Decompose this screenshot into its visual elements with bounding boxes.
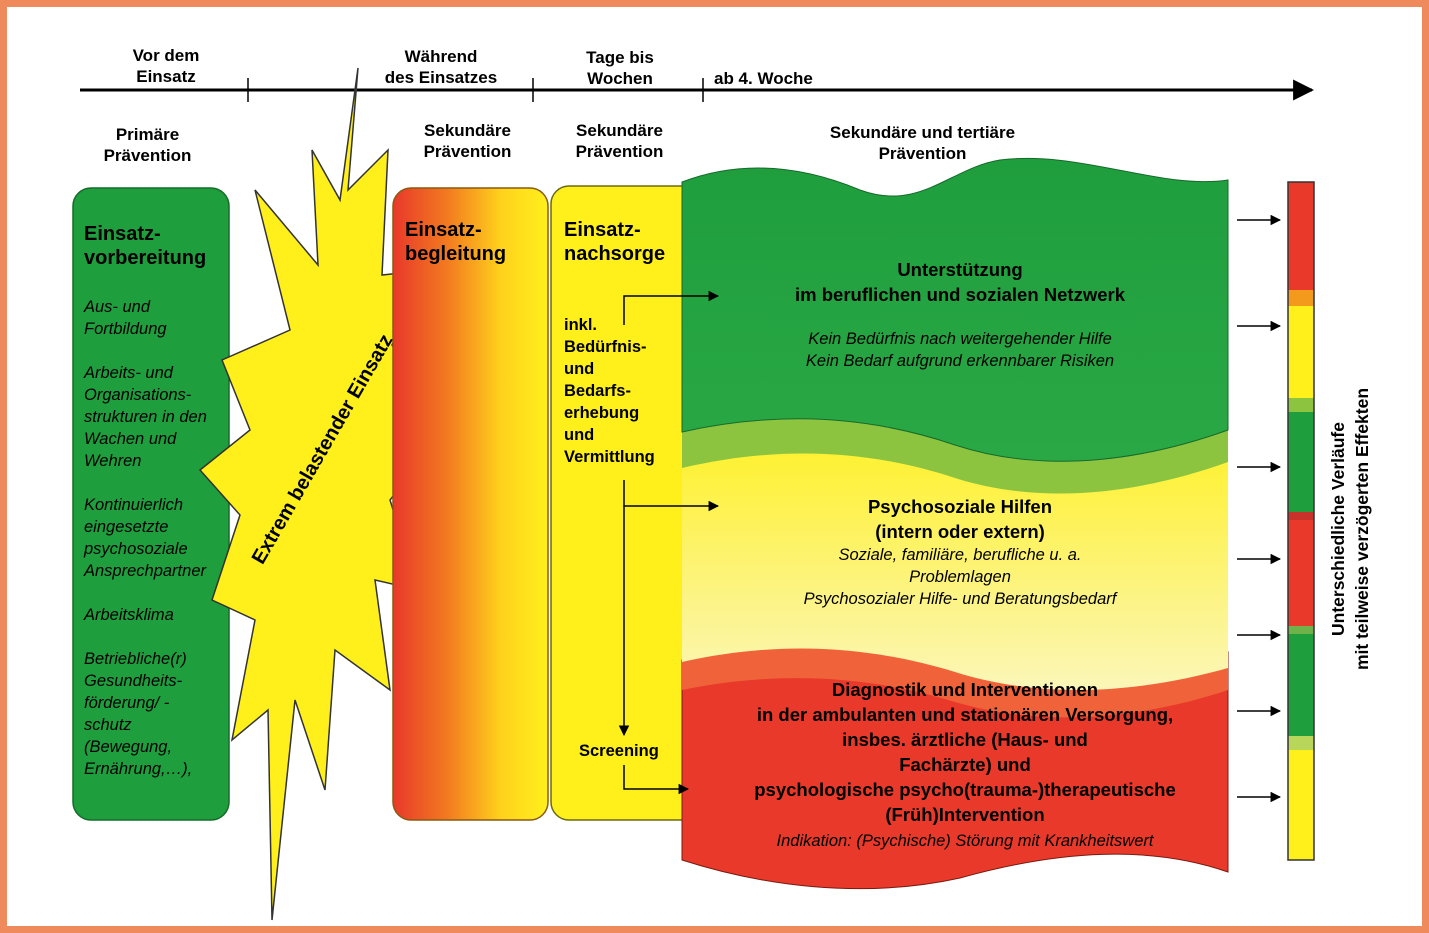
outcome-segment-orange: [1288, 290, 1314, 306]
phase-during-label: Während des Einsatzes: [384, 47, 498, 87]
arrow-to-green-band: [623, 290, 720, 325]
outcome-segment-light-green: [1288, 398, 1314, 412]
green-band-subtitle: Kein Bedürfnis nach weitergehender Hilfe…: [805, 330, 1115, 370]
yellow-band-title: Psychosoziale Hilfen (intern oder extern…: [867, 496, 1053, 542]
red-band-title: Diagnostik und Interventionen in der amb…: [754, 679, 1176, 825]
outcome-segment-light-green: [1288, 736, 1314, 750]
outcome-bar: [1287, 181, 1315, 861]
yellow-band-crest: [682, 411, 1228, 494]
yellow-band-subtitle: Soziale, familiäre, berufliche u. a. Pro…: [803, 546, 1117, 608]
green-band-title: Unterstützung im beruflichen und soziale…: [795, 259, 1125, 305]
outcome-segment-red: [1288, 182, 1314, 290]
arrow-to-red-band: [623, 765, 690, 795]
preparation-item: Kontinuierlich eingesetzte psychosoziale…: [84, 496, 206, 580]
accompaniment-box: [392, 187, 549, 821]
secondary-prevention-during-header: Sekundäre Prävention: [423, 121, 512, 161]
outcome-segment-yellow: [1288, 750, 1314, 860]
preparation-item: Betriebliche(r) Gesundheits- förderung/ …: [84, 650, 193, 778]
preparation-box: [72, 187, 230, 821]
phase-before-label: Vor dem Einsatz: [132, 46, 200, 86]
red-band-subtitle: Indikation: (Psychische) Störung mit Kra…: [776, 832, 1154, 850]
outcome-segment-red: [1288, 512, 1314, 520]
phase-days-weeks-label: Tage bis Wochen: [586, 48, 654, 88]
preparation-item: Arbeitsklima: [84, 606, 174, 624]
screening-label: Screening: [579, 742, 659, 760]
preparation-title: Einsatz- vorbereitung: [84, 223, 207, 269]
outcome-bar-outline: [1287, 181, 1315, 861]
outcome-segment-yellow: [1288, 306, 1314, 398]
preparation-item-list: Aus- und Fortbildung Arbeits- und Organi…: [84, 296, 228, 802]
secondary-prevention-after-header: Sekundäre Prävention: [575, 121, 664, 161]
outcome-segment-green: [1288, 634, 1314, 736]
outcome-segment-light-green: [1288, 626, 1314, 634]
green-band-shape: [681, 157, 1229, 462]
preparation-item: Aus- und Fortbildung: [84, 298, 167, 338]
outcome-segment-red: [1288, 520, 1314, 626]
secondary-tertiary-prevention-header: Sekundäre und tertiäre Prävention: [829, 123, 1016, 163]
primary-prevention-header: Primäre Prävention: [103, 125, 192, 165]
aftercare-detail: inkl. Bedürfnis- und Bedarfs- erhebung u…: [564, 316, 655, 466]
preparation-item: Arbeits- und Organisations- strukturen i…: [84, 364, 207, 470]
red-band-crest: [682, 644, 1228, 718]
phase-week4-label: ab 4. Woche: [714, 69, 813, 88]
aftercare-title: Einsatz- nachsorge: [564, 219, 666, 265]
accompaniment-title: Einsatz- begleitung: [405, 219, 507, 265]
outcome-segment-green: [1288, 412, 1314, 512]
outcomes-label: Unterschiedliche Verläufe mit teilweise …: [1328, 387, 1372, 671]
